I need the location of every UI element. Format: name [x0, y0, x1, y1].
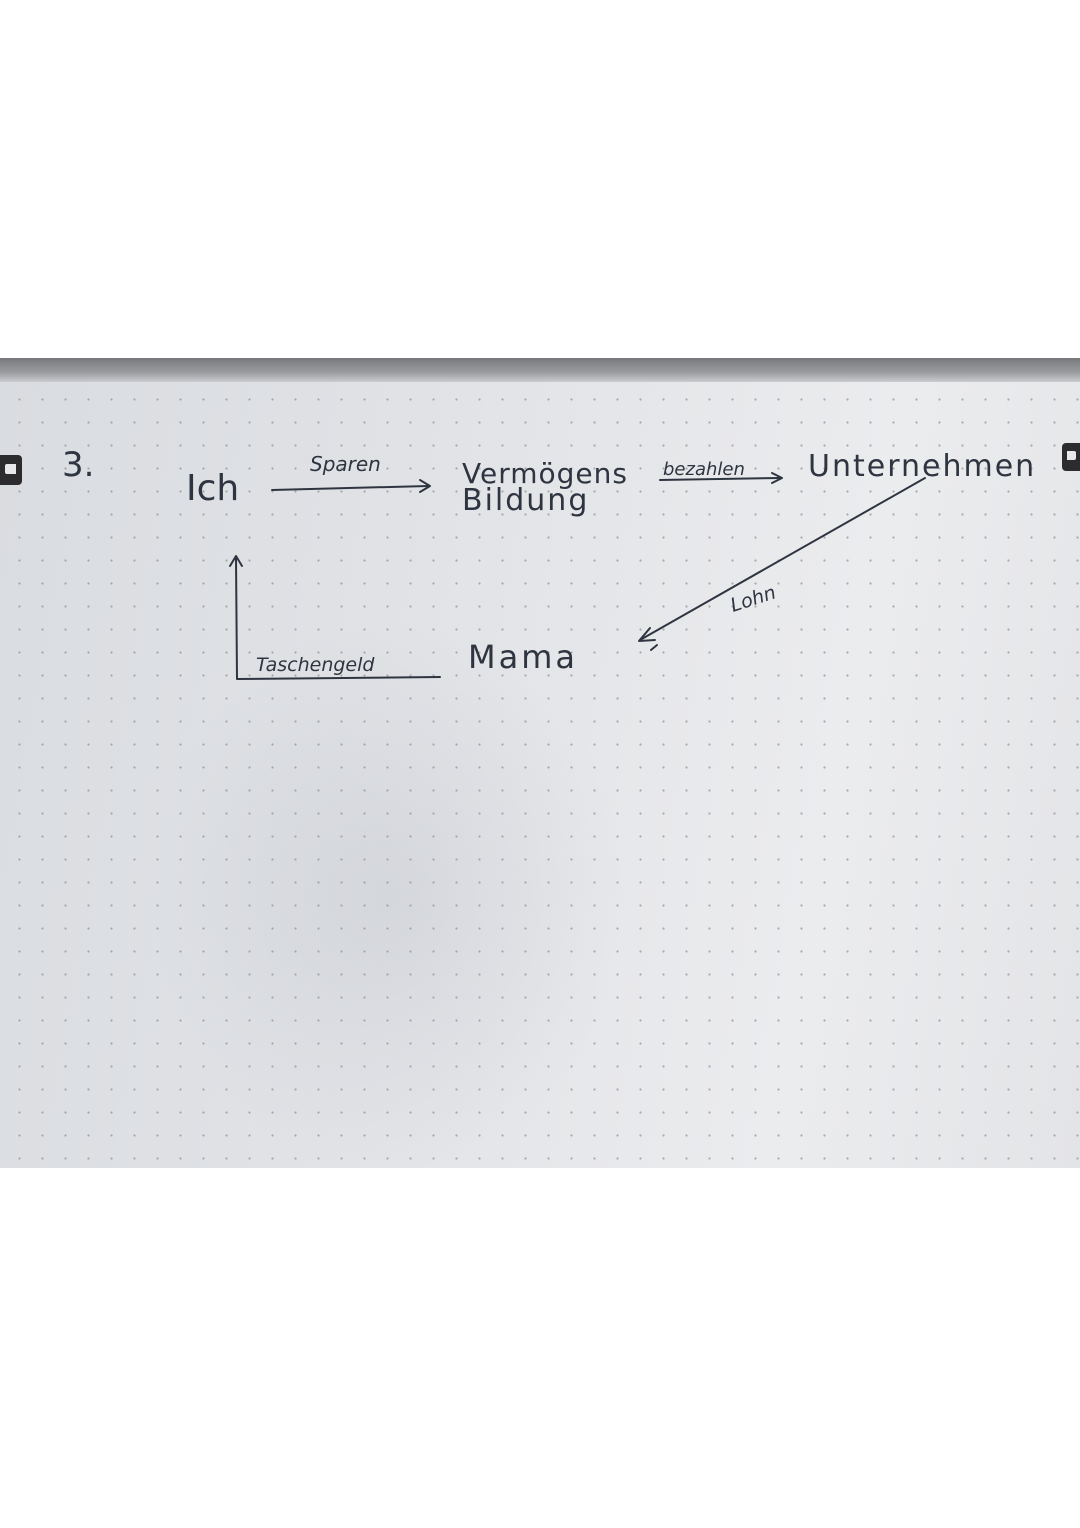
arrow-sparen [271, 485, 429, 491]
arrow-lohn [639, 477, 926, 641]
arrow-bezahlen [659, 477, 781, 481]
paper-shadow [150, 618, 630, 1168]
photo-edge-shadow [0, 358, 1080, 382]
binder-ring-left-icon [0, 455, 22, 485]
node-mama: Mama [468, 638, 578, 676]
node-ich: Ich [186, 468, 239, 509]
edge-label-bezahlen: bezahlen [663, 459, 745, 480]
arrow-sparen-head-icon [419, 479, 431, 493]
binder-ring-right-icon [1062, 443, 1080, 471]
dot-grid-paper [0, 382, 1080, 1168]
arrow-bezahlen-head-icon [771, 472, 783, 484]
edge-label-taschengeld: Taschengeld [256, 654, 375, 676]
node-vermoegen-line1: Vermögens [462, 457, 628, 490]
arrow-mark [650, 644, 658, 651]
arrow-taschengeld [235, 557, 441, 680]
arrow-taschengeld-head-icon [229, 555, 243, 567]
arrow-lohn-head-icon [638, 627, 656, 642]
node-unternehmen: Unternehmen [808, 449, 1036, 484]
item-number: 3. [62, 445, 94, 485]
node-vermoegen-line2: Bildung [462, 483, 589, 518]
edge-label-sparen: Sparen [310, 452, 381, 476]
